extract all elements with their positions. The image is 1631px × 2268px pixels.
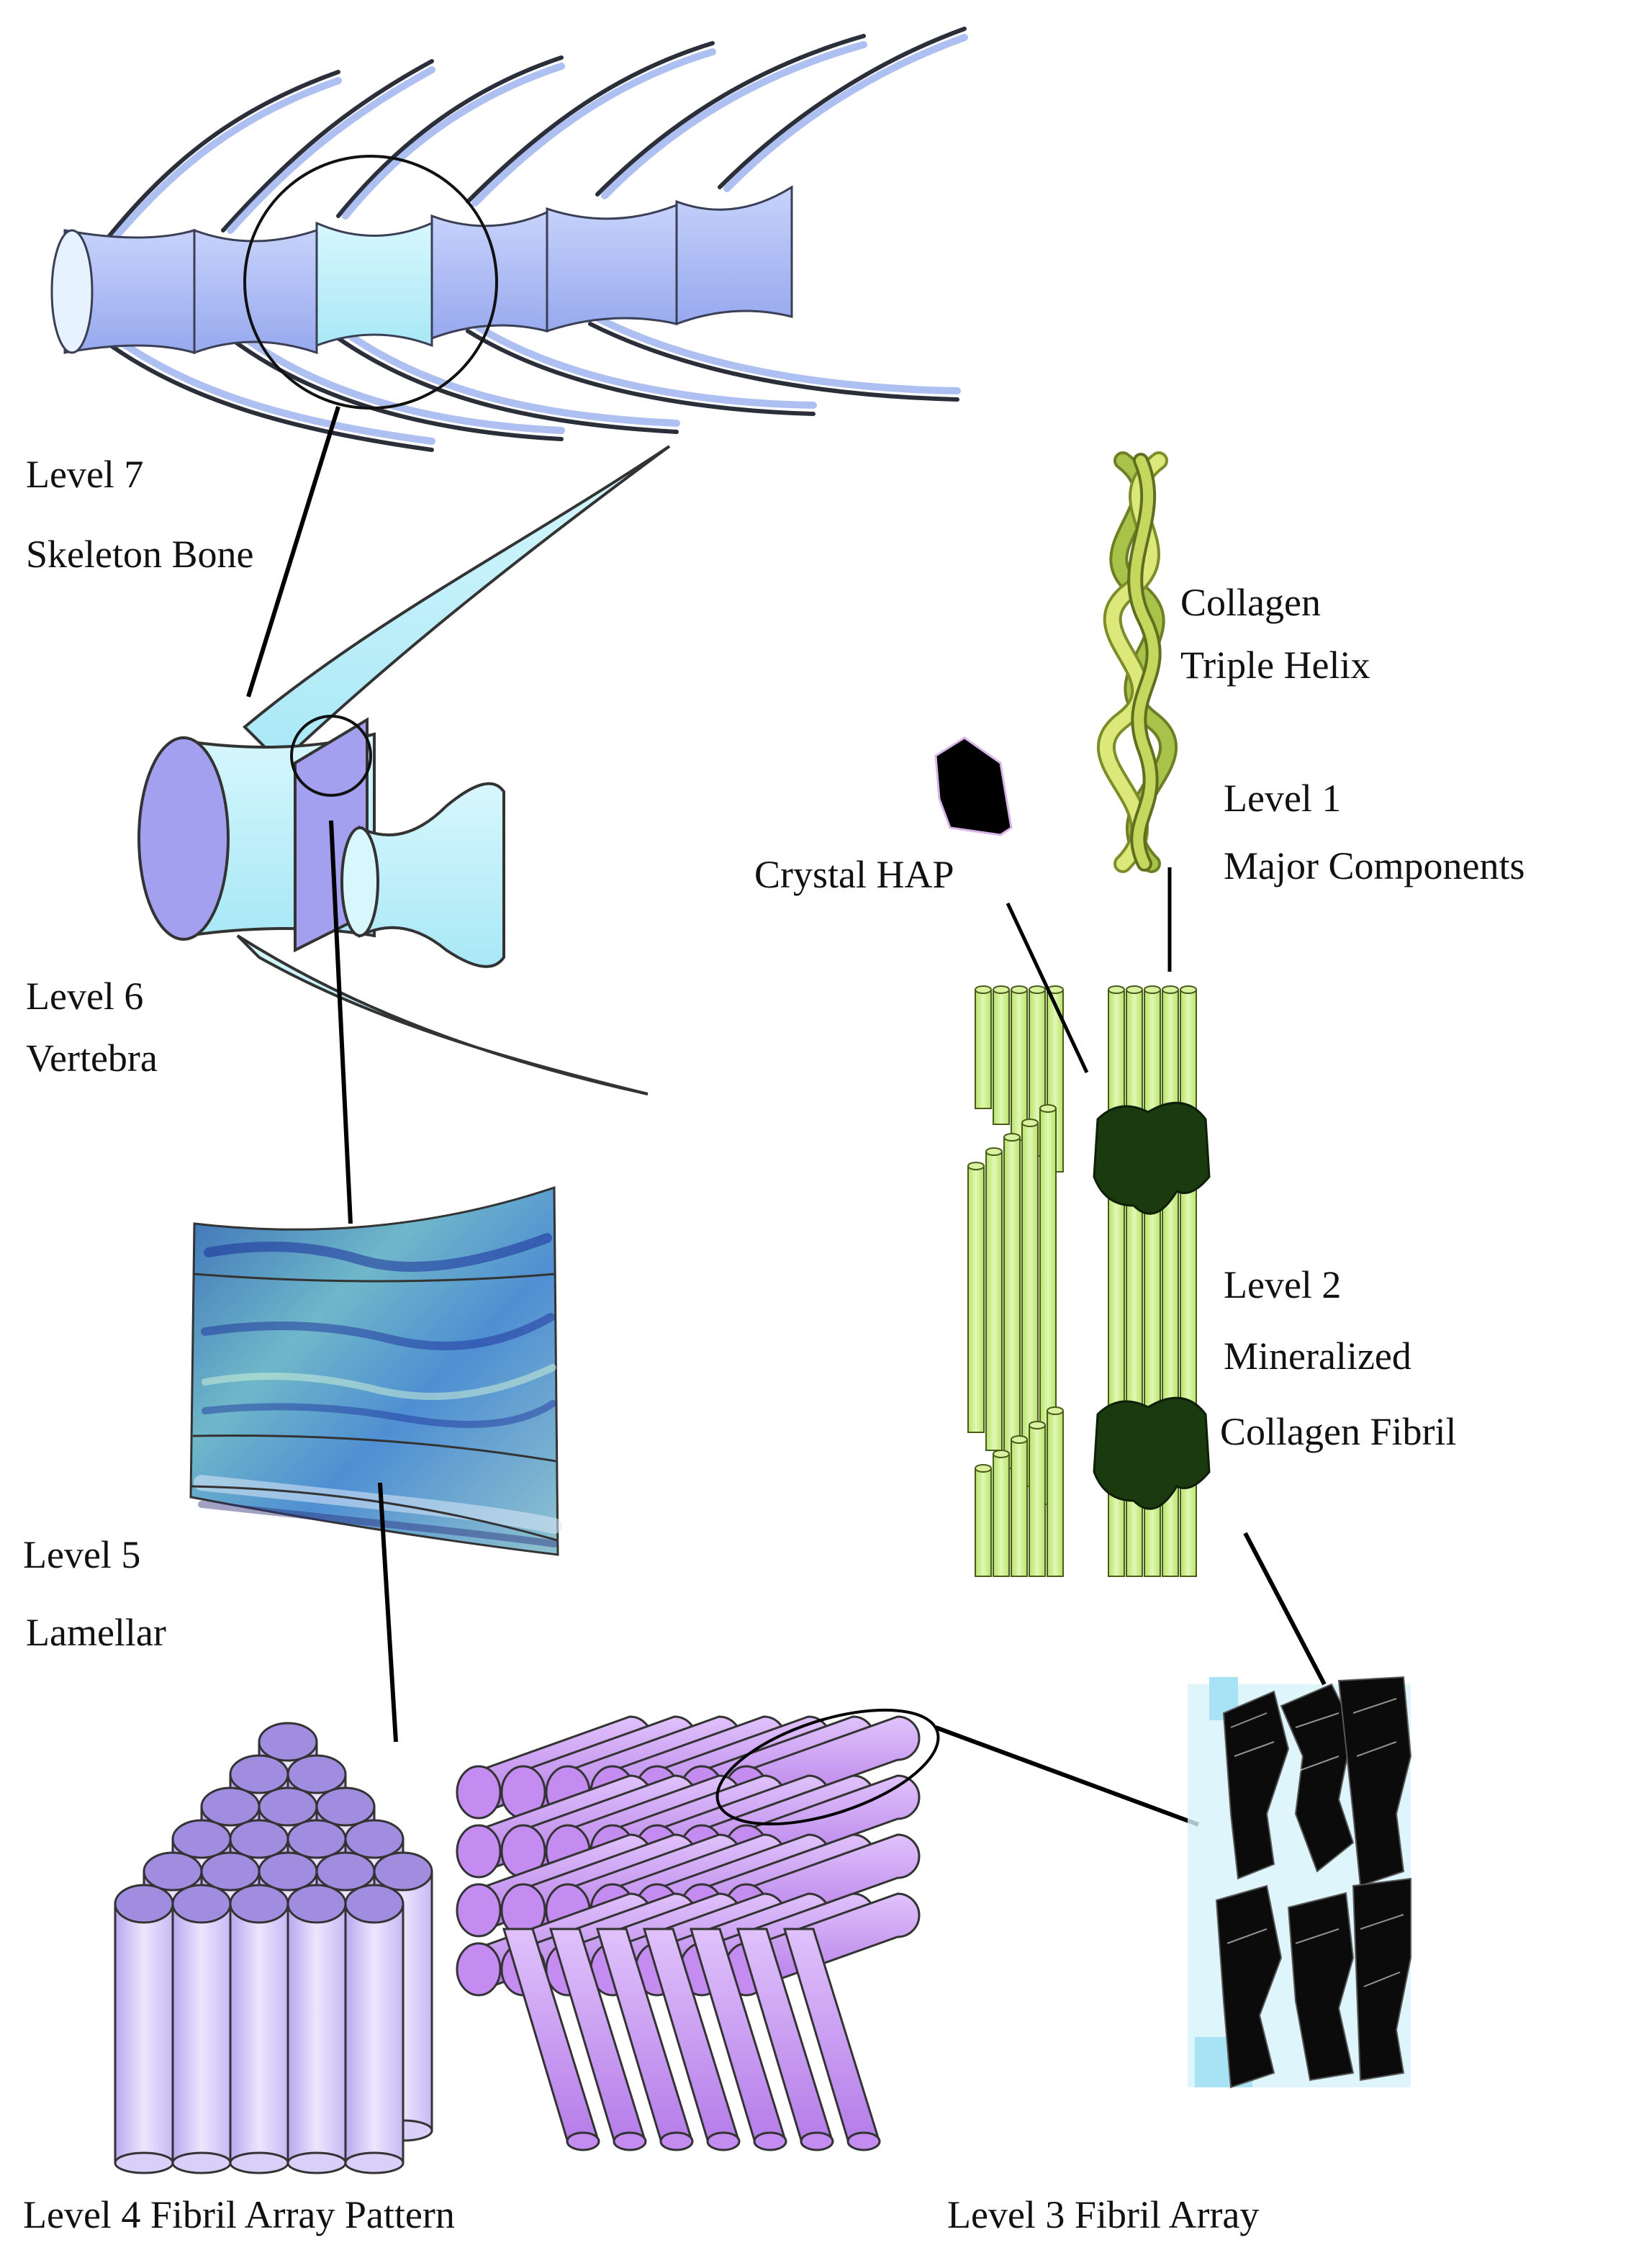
level2-title: Level 2 — [1224, 1263, 1342, 1306]
lamellar-illustration — [189, 1185, 562, 1556]
connector-level5-level4 — [378, 1482, 398, 1743]
level4-label: Level 4 Fibril Array Pattern — [23, 2193, 455, 2236]
collagen-triple-helix-icon — [1096, 451, 1178, 873]
level7-title: Level 7 — [26, 453, 144, 496]
crystal-hap-icon — [934, 736, 1013, 836]
collagen-sublabel: Triple Helix — [1180, 643, 1370, 687]
level1-subtitle: Major Components — [1224, 844, 1525, 887]
level3-label: Level 3 Fibril Array — [947, 2193, 1260, 2236]
level2-subtitle-2: Collagen Fibril — [1220, 1410, 1457, 1453]
connector-level6-level5 — [329, 820, 353, 1224]
connector-level4-level3 — [934, 1725, 1200, 1827]
level7-subtitle: Skeleton Bone — [26, 533, 254, 576]
connector-level7-level6 — [246, 406, 340, 697]
level6-subtitle: Vertebra — [26, 1036, 158, 1080]
mineralized-collagen-fibril-illustration — [967, 985, 1211, 1577]
level5-subtitle: Lamellar — [26, 1611, 166, 1654]
collagen-label: Collagen — [1180, 581, 1321, 624]
connector-level3-level2 — [1243, 1532, 1327, 1686]
fibril-array-illustration — [1188, 1676, 1412, 2089]
crystal-hap-label: Crystal HAP — [754, 853, 954, 896]
highlight-ellipse-level4 — [715, 1708, 940, 1826]
magnifier-circle-level6 — [290, 715, 372, 797]
level1-title: Level 1 — [1224, 777, 1342, 820]
skeleton-bone-illustration — [50, 27, 968, 452]
level6-title: Level 6 — [26, 975, 144, 1018]
level5-title: Level 5 — [23, 1533, 141, 1576]
fibril-bundle-angled — [456, 1715, 921, 2151]
magnifier-circle-level7 — [243, 155, 498, 410]
fibril-bundle-vertical — [114, 1722, 433, 2174]
connector-crystal-hap — [1006, 902, 1089, 1074]
level2-subtitle: Mineralized — [1224, 1334, 1411, 1378]
